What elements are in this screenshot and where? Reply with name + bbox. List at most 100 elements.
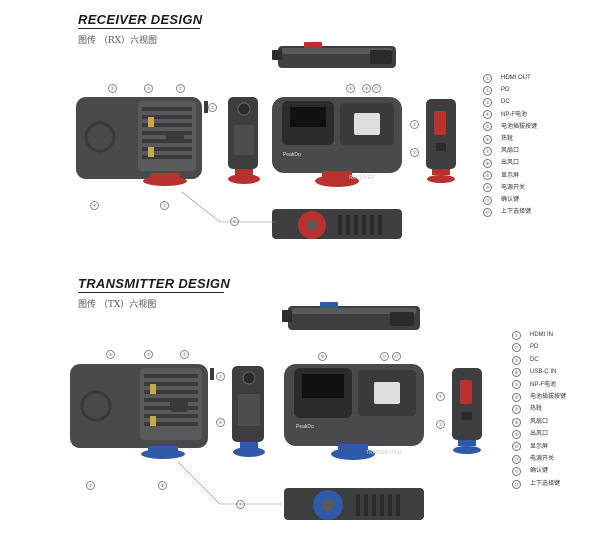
receiver-callout-front-1: ⑨ (346, 84, 355, 93)
receiver-leader-line (181, 191, 276, 223)
legend-label: 上下选择键 (530, 480, 561, 487)
legend-label: HDMI IN (530, 332, 553, 338)
legend-label: DC (530, 356, 539, 363)
legend-number: ⑪ (483, 195, 492, 205)
legend-label: USB-C IN (530, 369, 557, 376)
transmitter-callout-back-2: ③ (144, 350, 153, 359)
legend-label: HDMI OUT (501, 75, 531, 81)
legend-number: ⑫ (483, 207, 492, 217)
transmitter-legend-item-11: ⑪ 电源开关 (512, 453, 566, 465)
legend-number: ⑦ (483, 146, 492, 156)
legend-label: 上下选择键 (501, 209, 532, 216)
legend-label: 电池插拔按键 (501, 123, 538, 130)
receiver-title: RECEIVER DESIGN (78, 12, 203, 27)
transmitter-legend-item-2: ② PD (512, 341, 566, 353)
transmitter-title-rule (78, 292, 224, 293)
receiver-callout-back-5: ⑦ (160, 201, 169, 210)
receiver-legend-item-8: ⑧ 出风口 (483, 157, 537, 169)
transmitter-callout-right-1: ① (436, 392, 445, 401)
legend-number: ① (512, 330, 521, 340)
receiver-legend-item-7: ⑦ 风扇口 (483, 145, 537, 157)
legend-number: ⑧ (483, 159, 492, 169)
receiver-bottom-view (272, 209, 402, 239)
receiver-callout-back-1: ⑤ (108, 84, 117, 93)
receiver-legend-item-12: ⑫ 上下选择键 (483, 206, 537, 218)
legend-label: NP-F电池 (530, 381, 556, 388)
receiver-back-view (76, 97, 208, 186)
transmitter-legend-item-8: ⑧ 风扇口 (512, 416, 566, 428)
legend-label: 热靴 (501, 136, 514, 143)
legend-label: 风扇口 (501, 148, 520, 155)
receiver-legend-item-9: ⑨ 显示屏 (483, 170, 537, 182)
receiver-legend-item-10: ⑩ 电源开关 (483, 182, 537, 194)
legend-label: 风扇口 (530, 418, 549, 425)
transmitter-callout-back-3: ① (180, 350, 189, 359)
transmitter-back-view (70, 364, 214, 459)
receiver-callout-back-3: ① (176, 84, 185, 93)
receiver-callout-back-2: ③ (144, 84, 153, 93)
legend-number: ① (483, 73, 492, 83)
receiver-legend-item-5: ⑤ 电池插拔按键 (483, 121, 537, 133)
transmitter-callout-front-3: ⑫ (392, 352, 401, 361)
transmitter-callout-back-5: ⑧ (158, 481, 167, 490)
legend-number: ⑧ (512, 417, 521, 427)
legend-label: 电源开关 (530, 456, 555, 463)
transmitter-leader-line (177, 461, 282, 505)
receiver-top-view (272, 42, 396, 68)
transmitter-legend-item-3: ③ DC (512, 354, 566, 366)
legend-label: 出风口 (501, 160, 520, 167)
legend-number: ⑦ (512, 405, 521, 415)
transmitter-subtitle: 图传 （TX）六视图 (78, 300, 157, 310)
legend-number: ③ (512, 355, 521, 365)
transmitter-device-label: TRANSMITTER (366, 450, 402, 456)
transmitter-front-view (284, 364, 424, 460)
legend-label: DC (501, 99, 510, 106)
transmitter-callout-back-4: ⑤ (86, 481, 95, 490)
legend-number: ② (512, 343, 521, 353)
legend-label: 确认键 (530, 468, 549, 475)
transmitter-legend-item-13: ⑬ 上下选择键 (512, 478, 566, 490)
transmitter-title: TRANSMITTER DESIGN (78, 276, 231, 291)
legend-number: ⑤ (483, 122, 492, 132)
legend-number: ⑥ (512, 392, 521, 402)
transmitter-left-view (232, 366, 265, 457)
legend-label: 热靴 (530, 406, 543, 413)
legend-label: 电源开关 (501, 184, 526, 191)
legend-label: 电池插拔按键 (530, 394, 567, 401)
transmitter-callout-left-1: ② (216, 372, 225, 381)
receiver-legend-item-1: ① HDMI OUT (483, 72, 537, 84)
legend-number: ⑩ (483, 183, 492, 193)
legend-number: ⑬ (512, 479, 521, 489)
receiver-callout-left: ② (208, 103, 217, 112)
receiver-brand-label: PeakDo (283, 152, 301, 158)
legend-label: PD (530, 344, 539, 351)
legend-number: ⑪ (512, 454, 521, 464)
receiver-callout-front-2: ⑩ (362, 84, 371, 93)
receiver-front-view (272, 97, 402, 187)
legend-number: ⑫ (512, 467, 521, 477)
transmitter-legend-item-7: ⑦ 热靴 (512, 403, 566, 415)
transmitter-legend-item-1: ① HDMI IN (512, 329, 566, 341)
transmitter-callout-bottom: ⑦ (236, 500, 245, 509)
receiver-device-label: RECEIVER (349, 175, 375, 181)
transmitter-brand-label: PeakDo (296, 424, 314, 430)
transmitter-callout-front-2: ⑪ (380, 352, 389, 361)
transmitter-callout-left-2: ④ (216, 418, 225, 427)
legend-label: 显示屏 (501, 172, 520, 179)
receiver-callout-right-2: ② (410, 148, 419, 157)
legend-label: 出风口 (530, 431, 549, 438)
legend-label: 显示屏 (530, 443, 549, 450)
legend-number: ⑨ (483, 171, 492, 181)
legend-number: ④ (483, 110, 492, 120)
transmitter-bottom-view (284, 488, 424, 520)
transmitter-legend-item-6: ⑥ 电池插拔按键 (512, 391, 566, 403)
